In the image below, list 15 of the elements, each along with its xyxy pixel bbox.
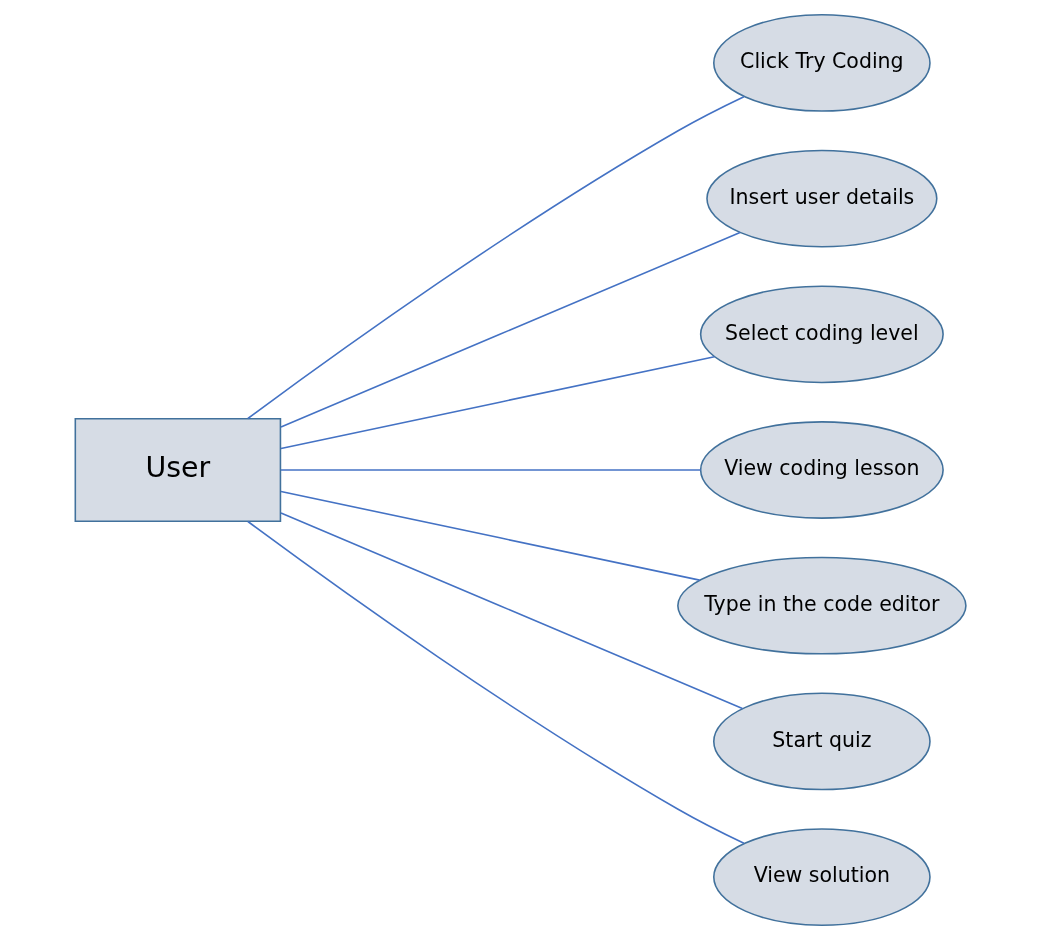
node-box: User bbox=[74, 417, 282, 523]
node-ellipse: Select coding level bbox=[699, 285, 944, 384]
connector bbox=[280, 512, 744, 710]
node-ellipse: View coding lesson bbox=[699, 421, 944, 519]
connector bbox=[280, 355, 716, 450]
node-ellipse: Insert user details bbox=[706, 149, 938, 248]
node-ellipse: Click Try Coding bbox=[713, 14, 931, 112]
connector bbox=[280, 469, 702, 471]
connector bbox=[280, 490, 701, 581]
connector bbox=[247, 520, 745, 845]
node-ellipse: Type in the code editor bbox=[677, 556, 967, 655]
node-ellipse: View solution bbox=[713, 828, 931, 926]
connector bbox=[247, 95, 745, 420]
node-ellipse: Start quiz bbox=[713, 692, 931, 791]
connector bbox=[280, 231, 741, 428]
